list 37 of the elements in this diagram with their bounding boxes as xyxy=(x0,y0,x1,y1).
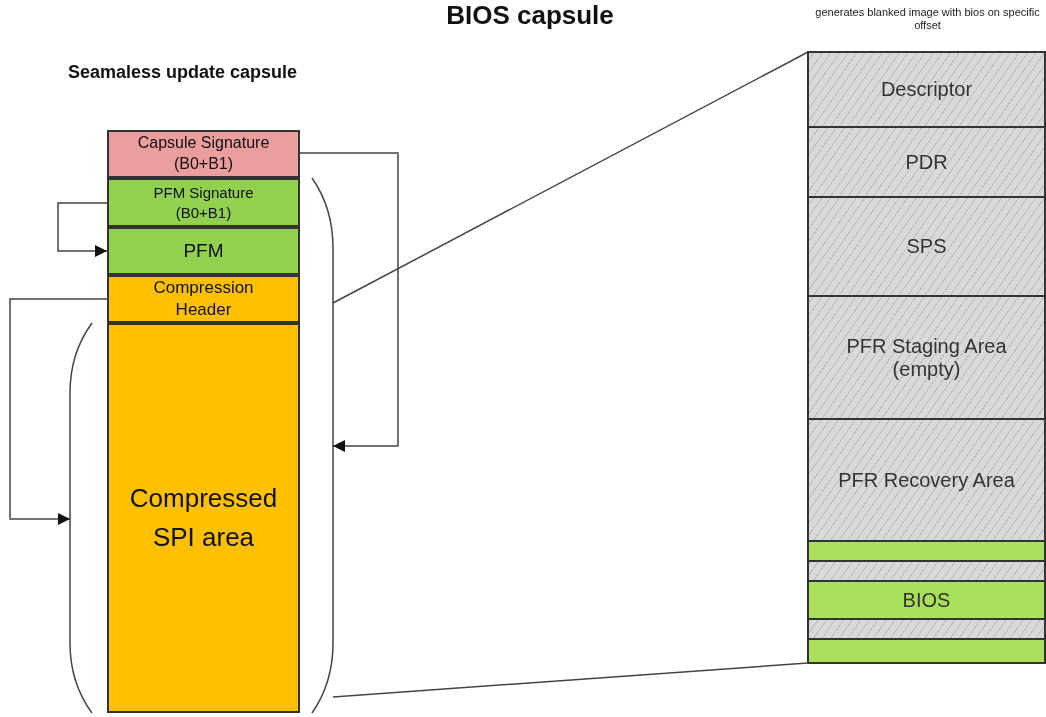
flash-region xyxy=(808,561,1045,581)
connector-line xyxy=(332,662,809,698)
flash-region xyxy=(808,197,1045,296)
flash-region xyxy=(808,52,1045,127)
region-label: Compressed SPI area xyxy=(128,482,279,554)
region-label: PFM xyxy=(183,238,224,263)
flash-region xyxy=(808,619,1045,639)
region-label: Capsule Signature (B0+B1) xyxy=(136,133,271,174)
section-heading: Seamaless update capsule xyxy=(68,62,299,83)
region-label: PFR Recovery Area xyxy=(837,468,1016,492)
flash-region xyxy=(808,581,1045,619)
memory-region xyxy=(107,130,300,178)
flash-region xyxy=(808,296,1045,419)
region-label: SPS xyxy=(905,235,948,258)
bracket-shape xyxy=(70,323,92,713)
memory-region xyxy=(107,323,300,713)
region-label: PFR Staging Area (empty) xyxy=(845,334,1008,381)
arrow xyxy=(299,152,399,452)
region-label: PDR xyxy=(904,150,949,174)
memory-region xyxy=(107,275,300,323)
arrow xyxy=(57,202,108,257)
flash-region xyxy=(808,419,1045,541)
bracket-shape xyxy=(312,178,333,713)
flash-region xyxy=(808,541,1045,561)
flash-region xyxy=(808,127,1045,197)
diagram-title: BIOS capsule xyxy=(445,0,615,31)
region-label: BIOS xyxy=(901,588,952,612)
connector-line xyxy=(332,51,809,304)
region-label: Descriptor xyxy=(879,78,974,101)
flash-region xyxy=(808,639,1045,663)
memory-region xyxy=(107,178,300,227)
region-label: Compression Header xyxy=(152,276,255,321)
note-text: generates blanked image with bios on specific offset xyxy=(814,6,1041,33)
region-label: PFM Signature (B0+B1) xyxy=(152,183,255,222)
flash-image-map xyxy=(808,52,1045,663)
memory-region xyxy=(107,227,300,275)
arrow xyxy=(9,298,108,525)
